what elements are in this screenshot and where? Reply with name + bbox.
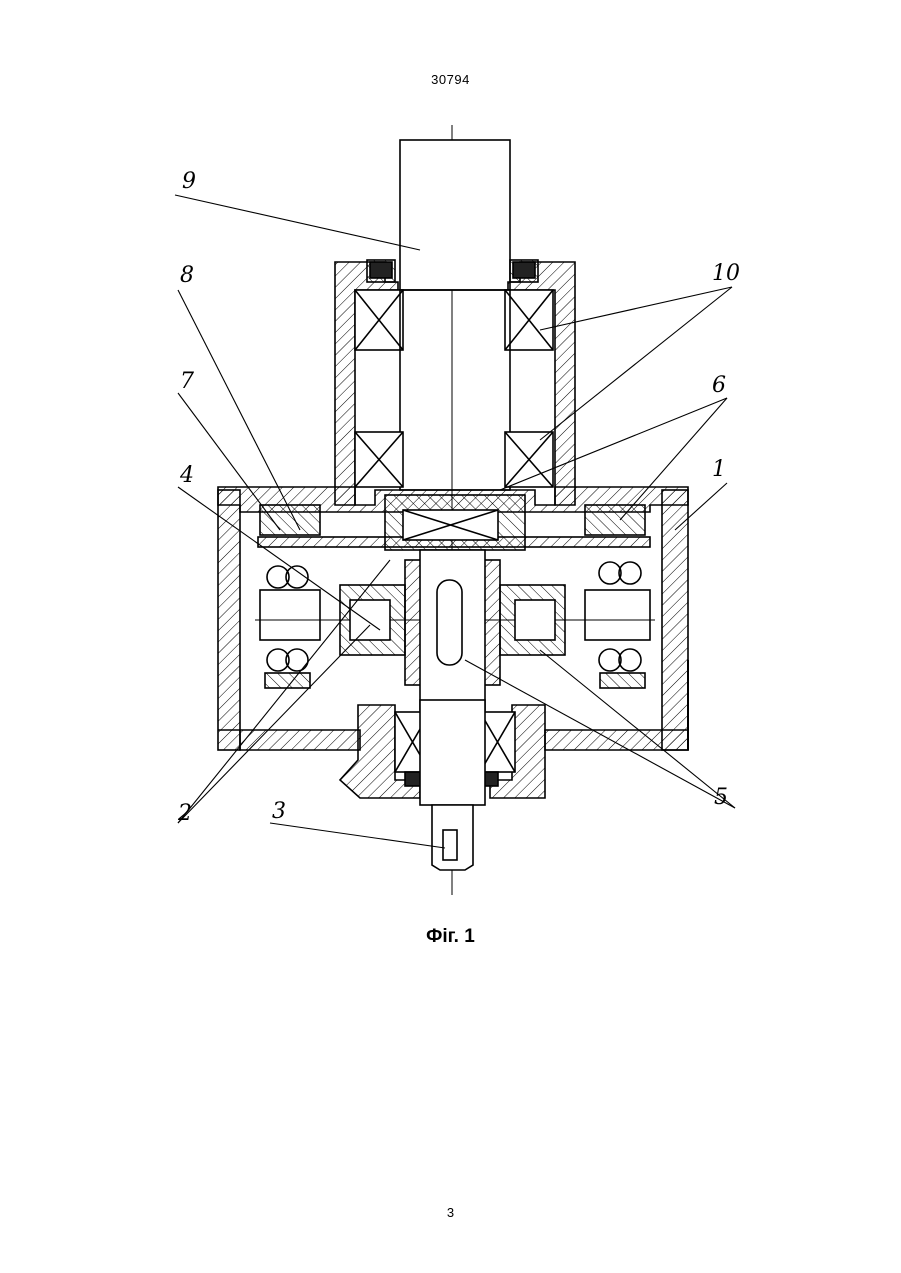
technical-drawing: 9 8 10 7 6 4 1 2 3 5	[150, 118, 750, 908]
callout-label-2: 2	[177, 801, 192, 826]
callout-label-5: 5	[714, 785, 728, 810]
callout-label-10: 10	[712, 261, 740, 286]
callout-label-1: 1	[712, 457, 726, 482]
callout-label-6: 6	[712, 373, 726, 398]
callout-label-7: 7	[180, 369, 194, 394]
callout-label-9: 9	[182, 169, 196, 194]
callout-label-8: 8	[180, 263, 194, 288]
document-number: 30794	[0, 72, 901, 87]
figure-caption: Фіг. 1	[0, 926, 901, 948]
callout-label-3: 3	[272, 799, 286, 824]
page-number: 3	[0, 1205, 901, 1220]
callout-label-4: 4	[179, 463, 194, 488]
